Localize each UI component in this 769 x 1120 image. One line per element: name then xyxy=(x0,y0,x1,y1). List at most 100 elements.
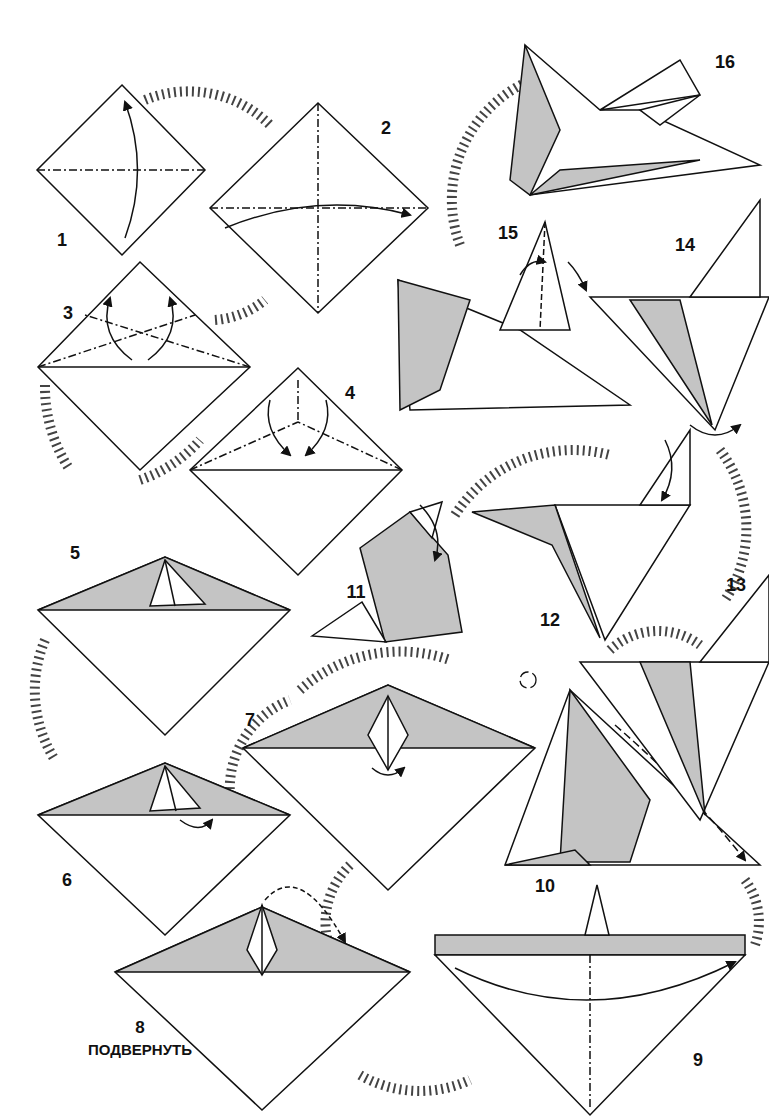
step-16-part xyxy=(640,95,700,125)
step-5 xyxy=(38,557,290,735)
step-8-part xyxy=(261,905,263,975)
step-number: 8 xyxy=(135,1019,144,1036)
hatched-ring-part xyxy=(360,1075,470,1091)
step-3-part xyxy=(85,315,250,367)
step-3-part xyxy=(148,298,173,360)
step-1-part xyxy=(37,85,205,255)
hatched-ring-part xyxy=(45,385,70,470)
step-16 xyxy=(510,45,760,195)
step-6-part xyxy=(150,766,200,811)
hatched-ring-part xyxy=(145,91,270,125)
step-number: 2 xyxy=(381,119,391,137)
step-2-part xyxy=(210,103,428,313)
step-2-part xyxy=(210,207,428,209)
step-9-part xyxy=(435,955,745,1115)
step-number: 1 xyxy=(57,231,67,249)
step-7-part xyxy=(372,768,404,775)
step-11 xyxy=(312,502,462,642)
step-14-part xyxy=(690,200,760,297)
step-6-part xyxy=(38,763,290,815)
step-1 xyxy=(37,85,205,255)
step-2-part xyxy=(225,205,410,228)
step-6-part xyxy=(165,766,176,811)
hatched-ring-part xyxy=(215,300,265,320)
step-3-part xyxy=(38,315,195,367)
step-number: 10 xyxy=(535,877,555,895)
hatched-ring-part xyxy=(35,640,55,760)
step-10-part xyxy=(505,850,590,865)
step-number: 12 xyxy=(540,611,560,629)
step-number: 3 xyxy=(63,304,73,322)
step-7 xyxy=(243,685,535,890)
step-12 xyxy=(472,430,690,640)
step-9-part xyxy=(585,885,609,935)
step-11-part xyxy=(360,512,462,642)
step-13 xyxy=(580,575,769,820)
step-3-part xyxy=(38,366,250,368)
step-8 xyxy=(115,887,410,1110)
step-16-part xyxy=(510,45,560,195)
step-14-part xyxy=(690,425,740,435)
step-16-part xyxy=(530,160,700,195)
step-14-part xyxy=(630,300,712,425)
step-4-part xyxy=(268,400,290,455)
step-13-part xyxy=(640,662,705,815)
step-5-part xyxy=(165,560,175,606)
step-number: 5 xyxy=(70,544,80,562)
step-8-part xyxy=(247,905,277,975)
step-7-part xyxy=(243,685,535,890)
step-12-part xyxy=(472,505,600,638)
step-6-part xyxy=(180,820,212,828)
step-7-part xyxy=(368,696,408,770)
step-number: 16 xyxy=(715,53,735,71)
step-7-part xyxy=(387,696,389,770)
step-6 xyxy=(38,763,290,935)
step-15-part xyxy=(398,280,470,410)
step-2 xyxy=(210,103,428,313)
instruction-text: ПОДВЕРНУТЬ xyxy=(88,1042,192,1057)
hatched-ring xyxy=(35,75,759,1091)
hatched-ring-part xyxy=(300,652,450,690)
step-5-part xyxy=(38,557,290,735)
step-4-part xyxy=(306,400,328,455)
step-4-part xyxy=(190,469,402,471)
small-turn-arrow-part xyxy=(520,672,536,688)
step-15-part xyxy=(568,262,586,290)
step-11-part xyxy=(312,602,386,642)
step-1-part xyxy=(37,169,205,171)
step-15-part xyxy=(520,261,545,275)
hatched-ring-part xyxy=(745,880,759,945)
step-3-part xyxy=(107,298,132,360)
step-number: 9 xyxy=(693,1051,703,1069)
step-number: 4 xyxy=(345,384,355,402)
step-number: 11 xyxy=(346,583,365,601)
step-5-part xyxy=(150,560,205,606)
step-11-part xyxy=(420,505,438,560)
step-9-part xyxy=(455,962,735,1000)
step-13-part xyxy=(700,575,769,662)
hatched-ring-part xyxy=(720,450,746,600)
step-5-part xyxy=(38,557,290,610)
step-number: 13 xyxy=(726,576,746,594)
step-9-part xyxy=(435,935,745,955)
step-8-part xyxy=(265,887,345,942)
step-number: 14 xyxy=(675,236,695,254)
step-1-part xyxy=(125,102,138,238)
step-number: 6 xyxy=(62,871,72,889)
step-16-part xyxy=(525,45,760,195)
step-6-part xyxy=(38,763,290,935)
small-turn-arrow xyxy=(520,672,536,688)
step-3-part xyxy=(38,262,250,470)
step-9-part xyxy=(589,955,591,1110)
step-15-part xyxy=(540,222,545,330)
step-9 xyxy=(435,885,745,1115)
step-13-part xyxy=(580,662,769,820)
step-3 xyxy=(38,262,250,470)
step-number: 7 xyxy=(245,711,255,729)
step-4-part xyxy=(298,422,402,470)
step-12-part xyxy=(640,430,690,505)
step-12-part xyxy=(662,440,672,500)
step-4-part xyxy=(297,380,299,422)
